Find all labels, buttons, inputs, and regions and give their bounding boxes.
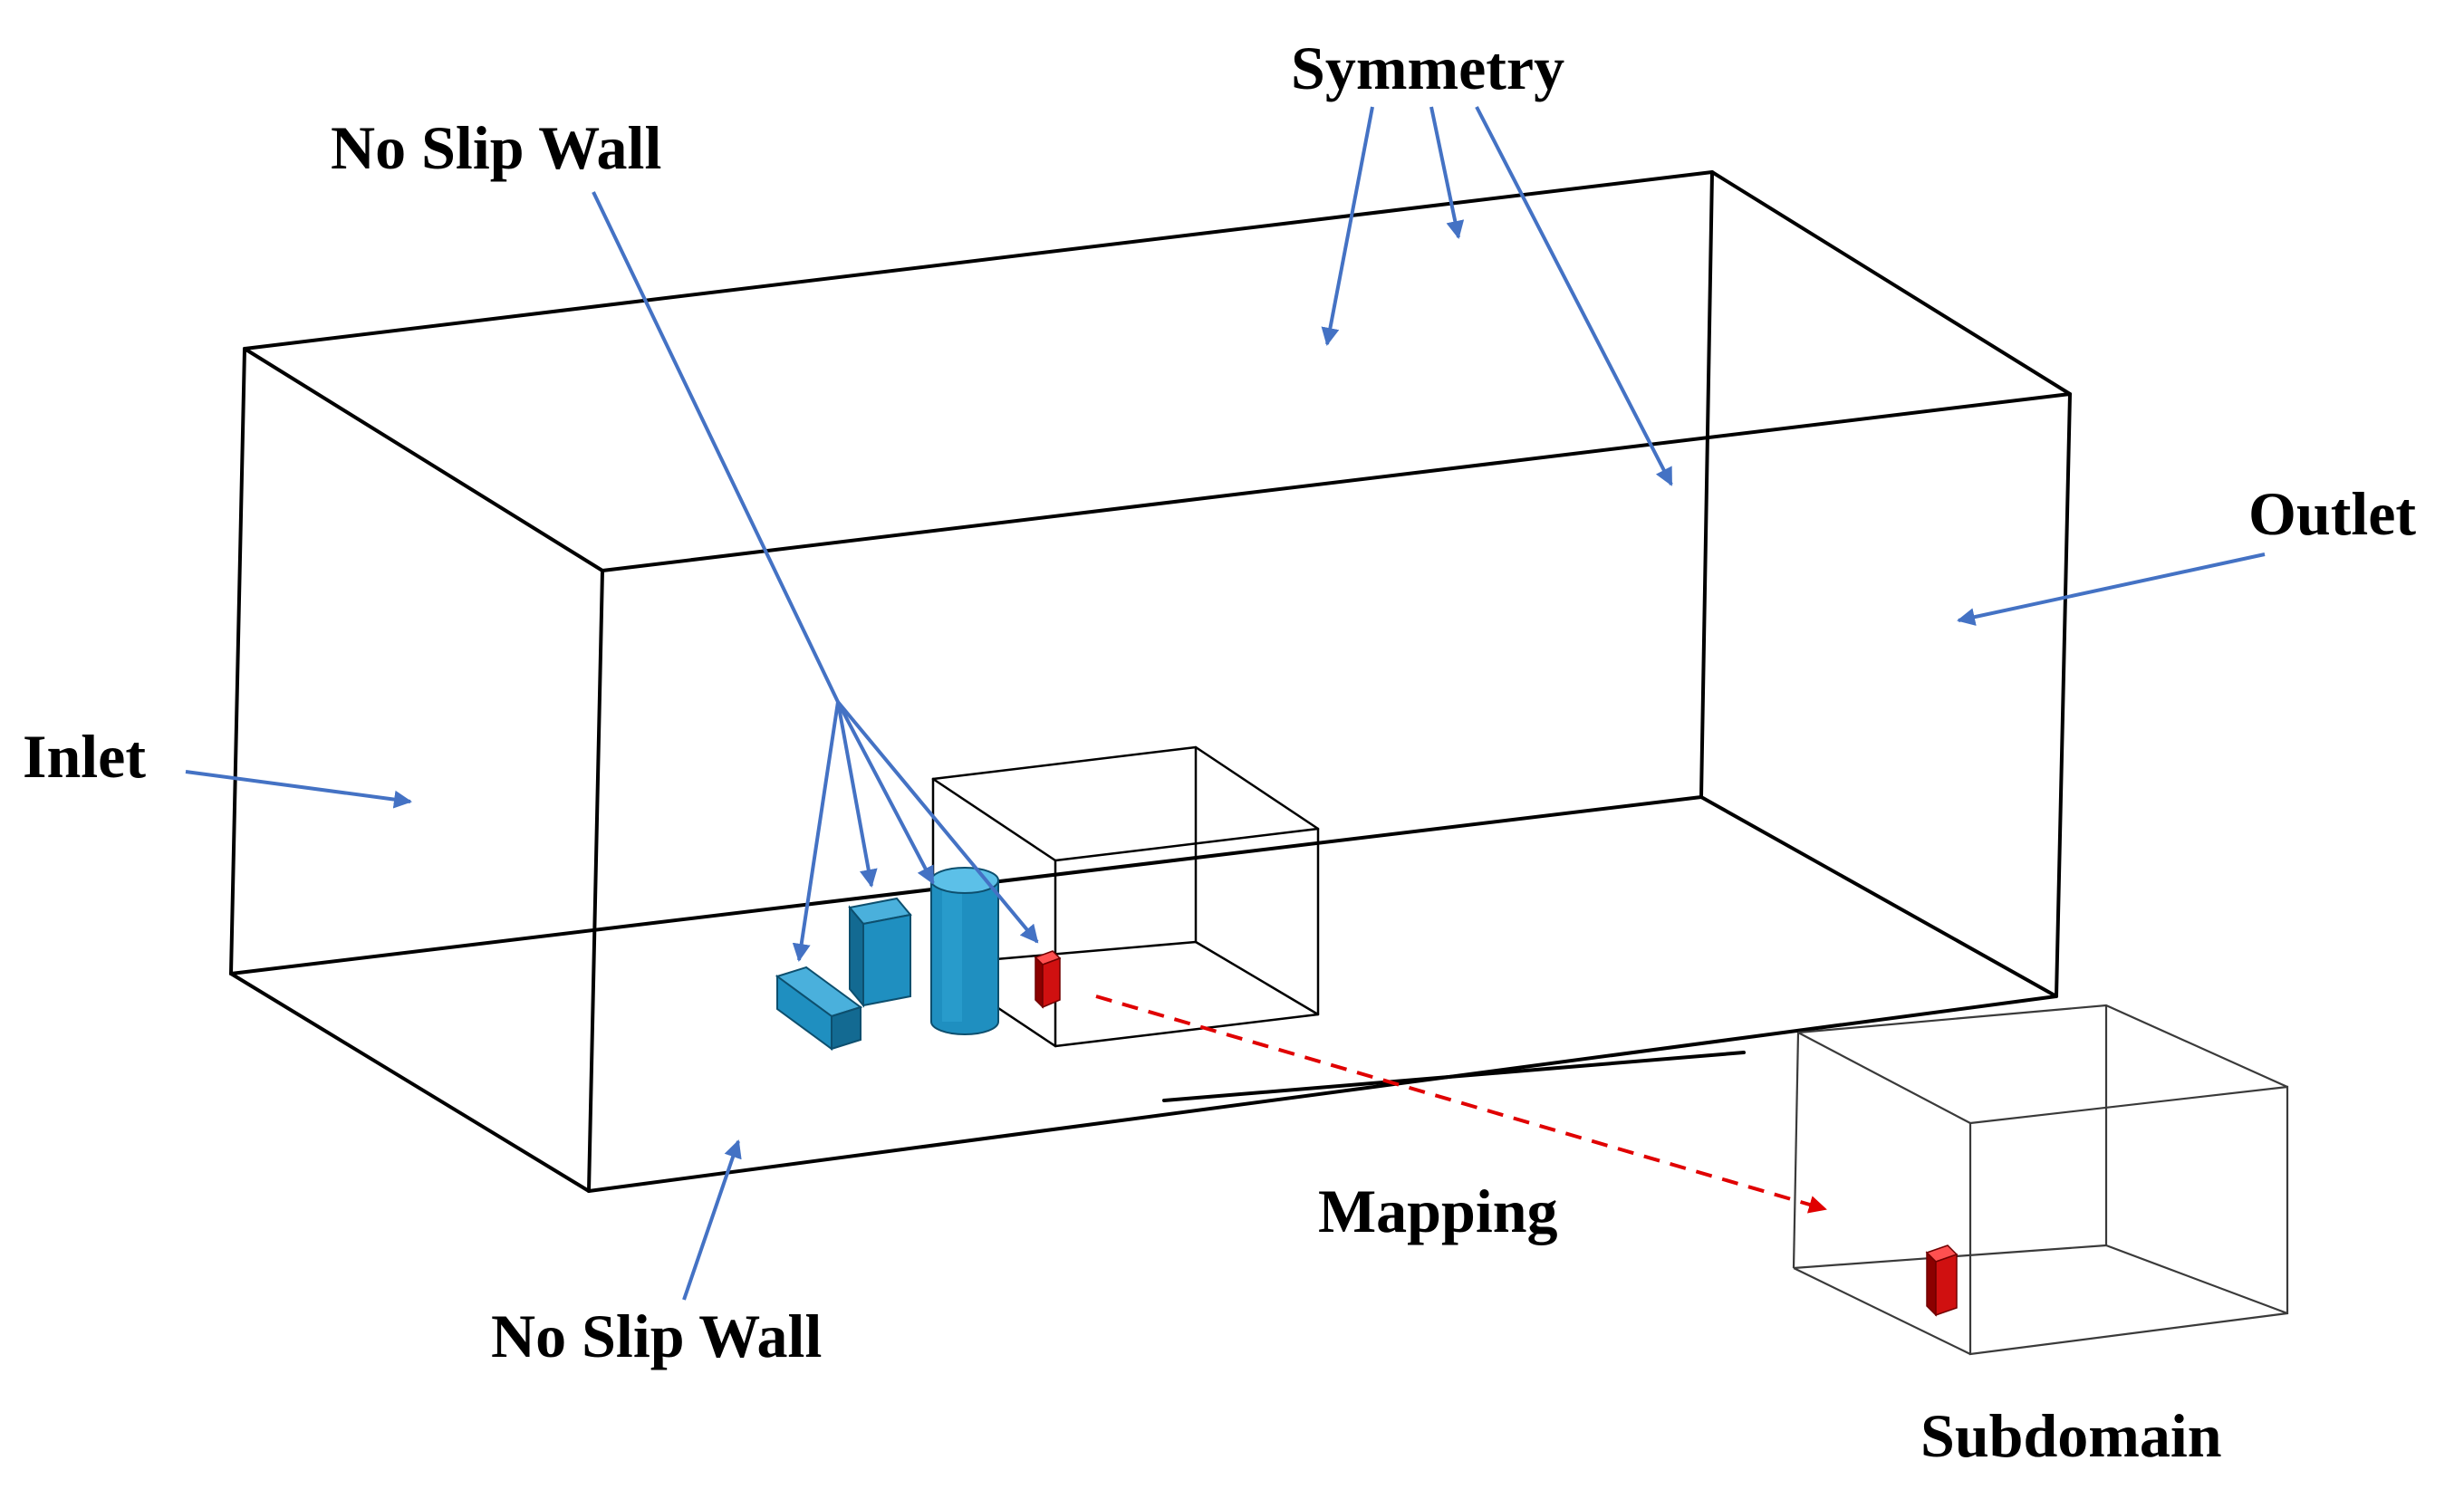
obstacle-tall-block [848,897,912,1008]
label-inlet: Inlet [23,722,146,791]
symmetry-arrow-3 [1475,106,1673,486]
no-slip-arrow-cylinder [836,701,935,885]
label-outlet: Outlet [2248,479,2416,548]
mapping-arrow [1095,995,1827,1214]
no-slip-arrow-flat-block [792,701,840,962]
no-slip-arrow-target [836,700,1039,944]
no-slip-wall-leader [592,191,840,703]
obstacle-flat-block [775,966,863,1051]
target-block-main [1034,950,1062,1009]
label-symmetry: Symmetry [1291,34,1564,102]
inlet-arrow [185,770,412,809]
symmetry-arrow-2 [1429,106,1465,239]
main-domain-box [229,170,2072,1193]
no-slip-arrow-tall-block [836,701,878,888]
symmetry-arrow-1 [1321,106,1374,346]
floor-reference-line [1162,1051,1746,1102]
subdomain-box [1792,1004,2289,1356]
obstacle-cylinder [930,867,999,1035]
outlet-arrow [1957,553,2266,626]
label-mapping: Mapping [1318,1177,1558,1245]
label-no-slip-wall-bottom: No Slip Wall [491,1302,822,1370]
no-slip-floor-arrow [682,1139,742,1301]
label-subdomain: Subdomain [1920,1401,2222,1470]
target-block-subdomain [1925,1244,1959,1317]
label-no-slip-wall-top: No Slip Wall [331,113,661,182]
